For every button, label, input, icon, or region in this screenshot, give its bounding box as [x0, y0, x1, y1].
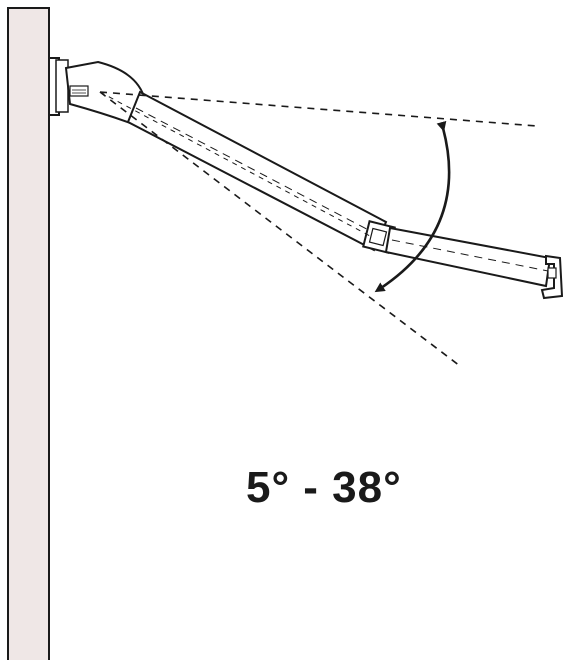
- reference-line-arm-axis: [99, 91, 371, 237]
- reference-line-max-angle: [99, 91, 461, 367]
- wall-bracket: [48, 57, 69, 116]
- wall: [7, 7, 50, 660]
- angle-arc-arrow: [374, 120, 451, 293]
- reference-line-min-angle: [99, 91, 538, 127]
- lower-arm: [384, 226, 552, 288]
- upper-arm: [126, 90, 388, 252]
- front-profile: [540, 254, 564, 300]
- angle-range-label: 5° - 38°: [246, 463, 402, 512]
